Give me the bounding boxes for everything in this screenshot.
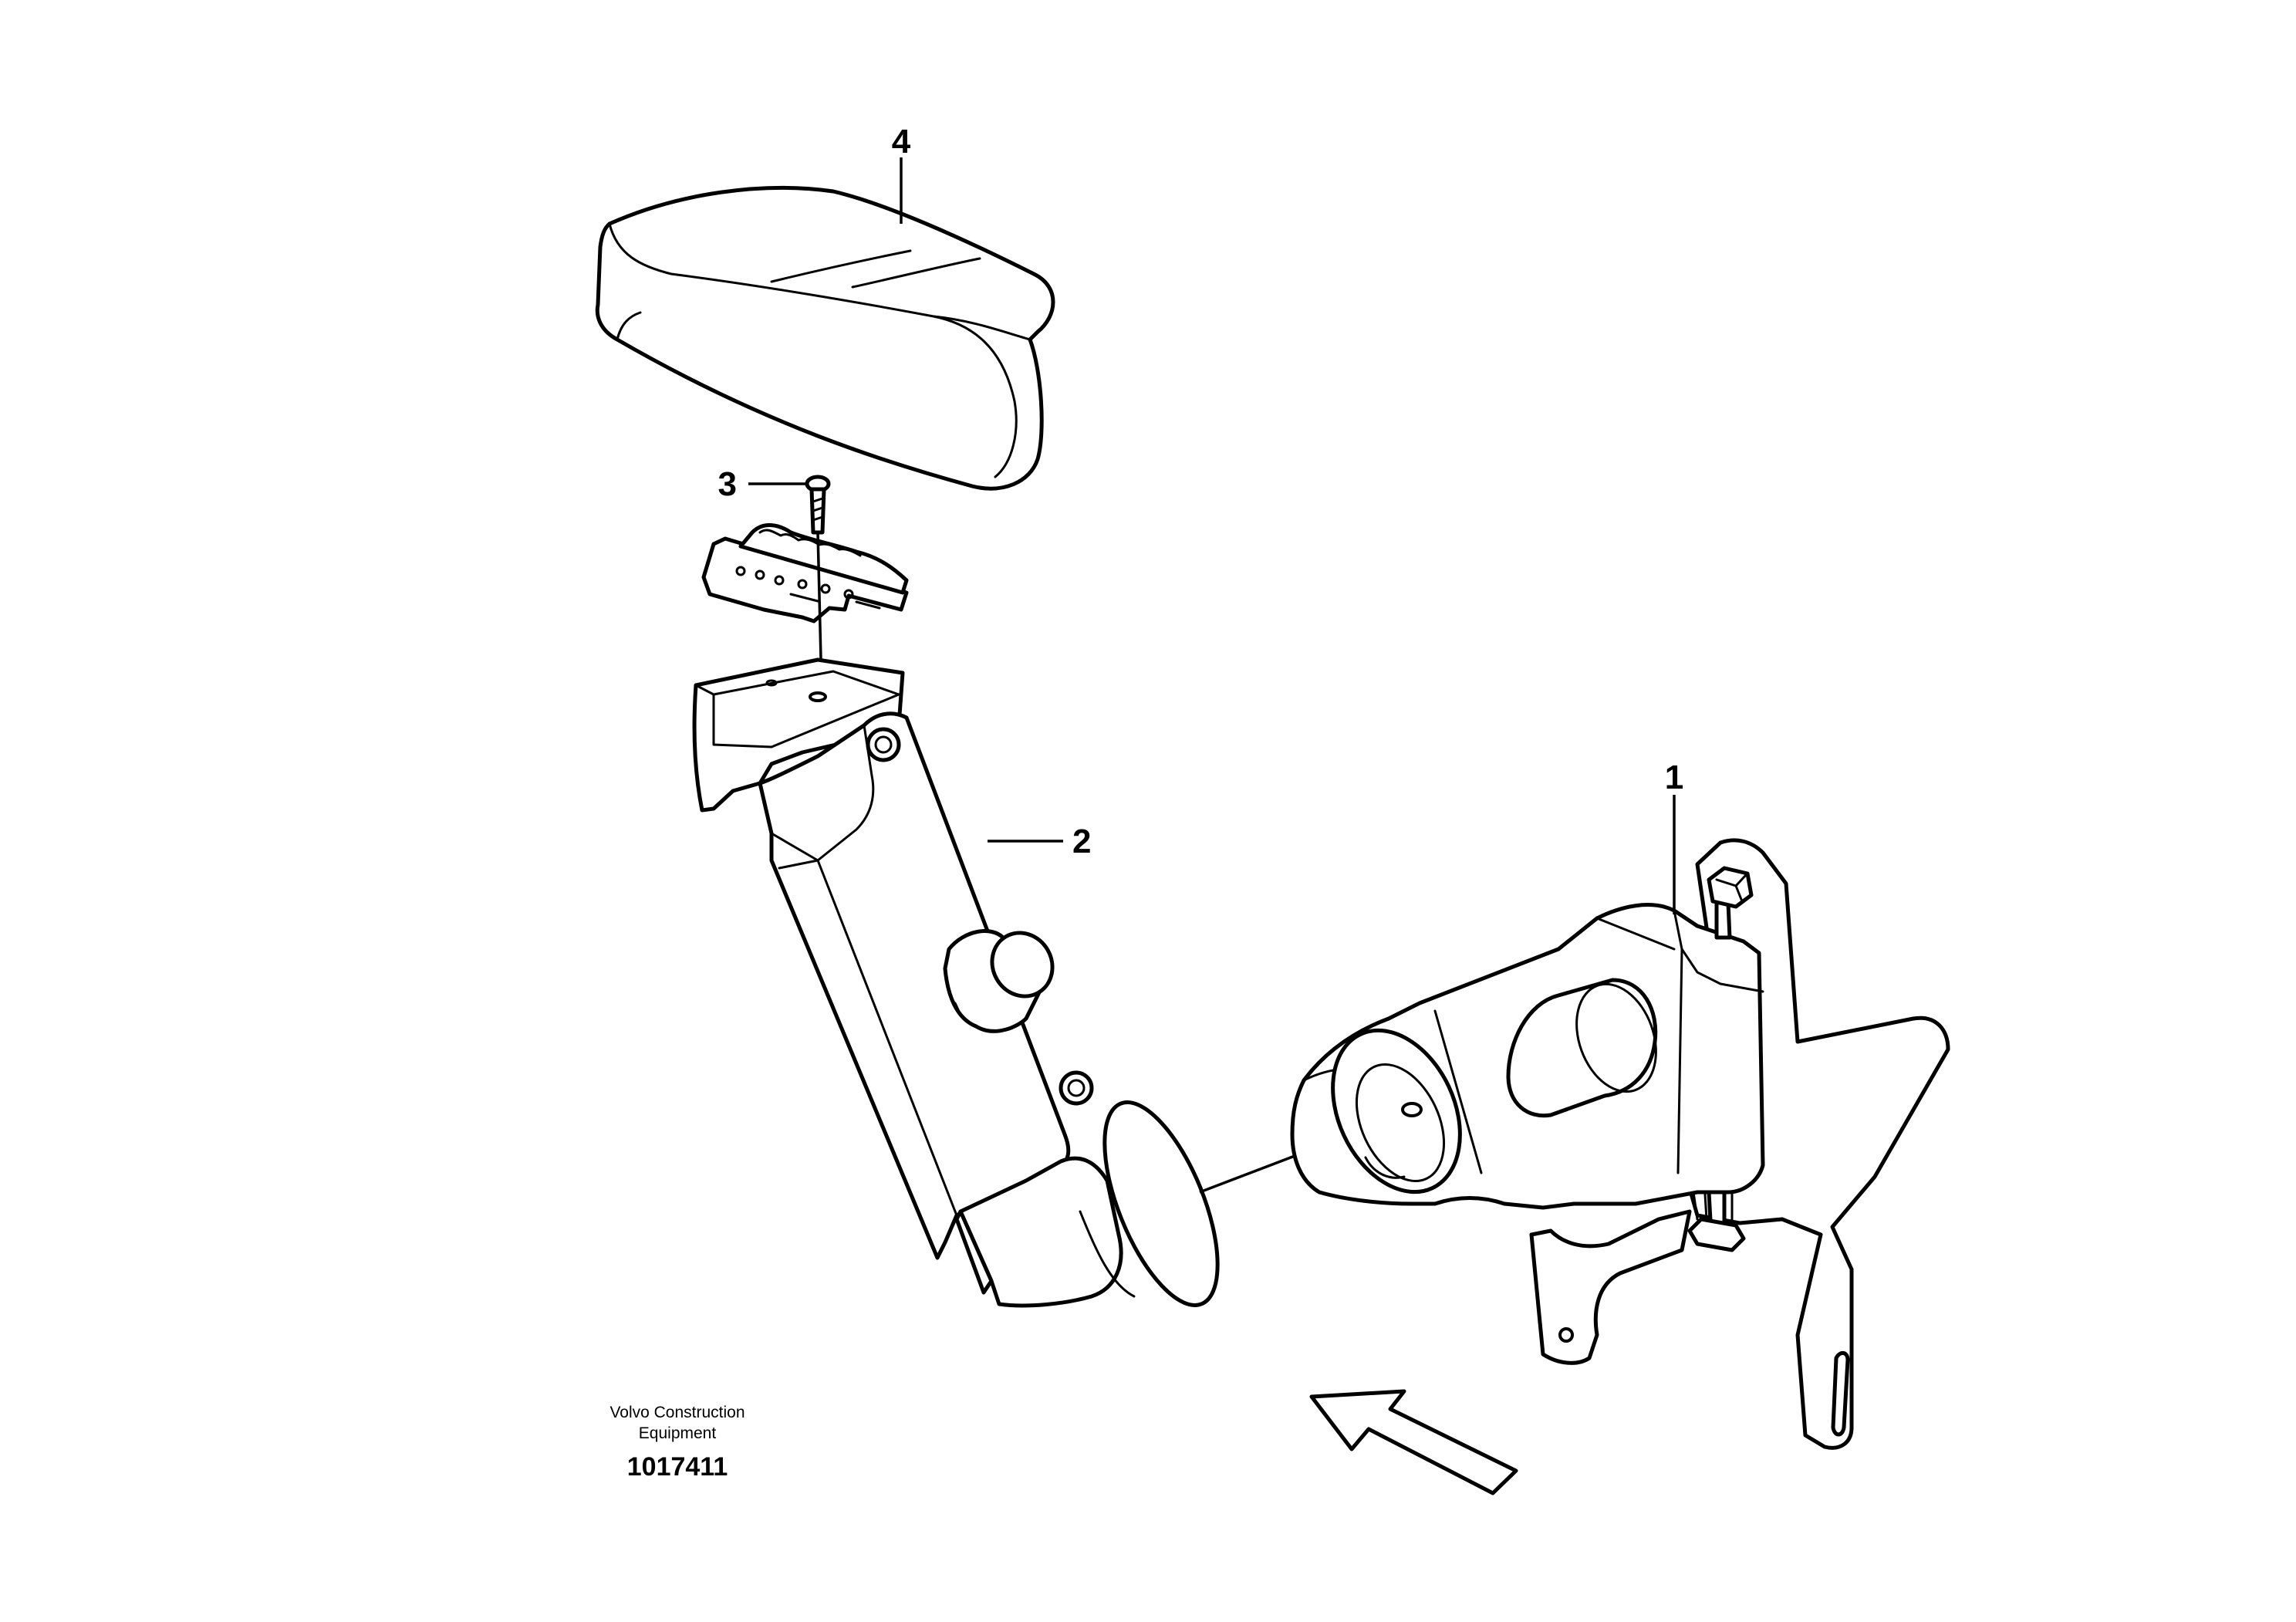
callout-1-label: 1 [1665,759,1683,796]
part-4-armrest-pad[interactable] [595,185,1055,491]
callout-4-label: 4 [892,123,911,161]
callout-3[interactable]: 3 [718,465,807,503]
view-direction-arrow-icon [1309,1389,1518,1495]
company-name-line1: Volvo Construction [609,1404,745,1421]
part-2-armrest-arm[interactable] [692,657,1241,1320]
callout-2-label: 2 [1072,823,1091,860]
callout-4[interactable]: 4 [892,123,911,224]
document-number: 1017411 [627,1452,728,1482]
callout-3-label: 3 [718,465,737,503]
drawing-footer: Volvo Construction Equipment 1017411 [609,1404,745,1482]
part-3-screw[interactable] [805,475,831,535]
callout-1[interactable]: 1 [1665,759,1683,914]
callout-2[interactable]: 2 [988,823,1091,860]
part-1-mounting-bracket[interactable] [1290,838,1950,1450]
company-name-line2: Equipment [639,1424,717,1442]
clamp-plate[interactable] [701,523,909,623]
